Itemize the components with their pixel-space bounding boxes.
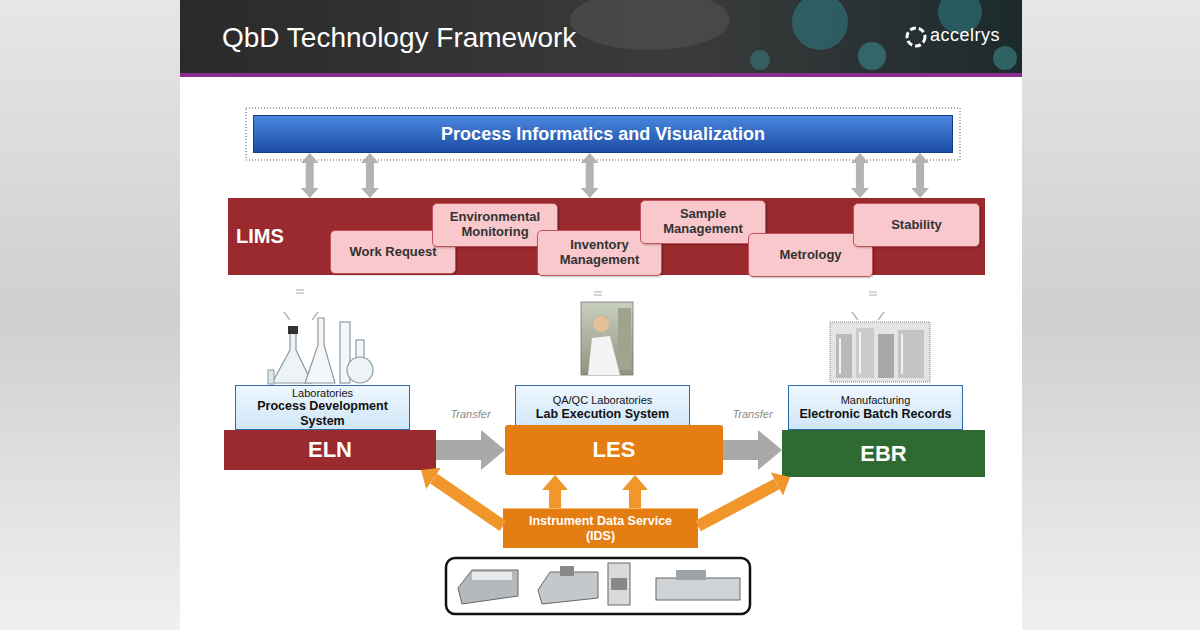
slide-title: QbD Technology Framework — [222, 22, 576, 54]
edge-label: Transfer — [450, 408, 490, 420]
flask-illustration — [288, 326, 298, 334]
data-arrow — [698, 484, 777, 526]
slide-background — [180, 0, 1022, 630]
tube-illustration — [268, 370, 274, 384]
system-band: LIMS Work RequestEnvironmental Monitoring… — [228, 198, 985, 275]
box-text: Metrology — [779, 248, 841, 263]
header-decoration — [792, 0, 848, 50]
lab-photo — [588, 336, 620, 375]
dotted-frame — [246, 108, 960, 160]
system-box: EBR — [782, 430, 985, 477]
module-box: Stability — [853, 203, 980, 247]
box-text: Manufacturing — [841, 394, 911, 407]
instrument-frame — [446, 558, 750, 614]
machine-photo — [840, 332, 902, 374]
instrument-illustration — [560, 566, 574, 576]
logo-text: accelrys — [930, 25, 1000, 46]
lab-box: ManufacturingElectronic Batch Records — [788, 385, 963, 430]
double-arrow — [306, 163, 314, 188]
box-text: Sample Management — [645, 207, 761, 237]
double-arrow — [916, 163, 924, 188]
machine-photo — [830, 322, 930, 382]
box-text: Inventory Management — [542, 238, 657, 268]
box-text: Instrument Data Service (IDS) — [521, 514, 681, 543]
box-text: Lab Execution System — [536, 407, 669, 421]
lab-box: LaboratoriesProcess Development System — [235, 385, 410, 430]
double-arrow — [586, 163, 594, 188]
box-text: Work Request — [349, 245, 436, 260]
box-text: LIMS — [236, 225, 284, 248]
lab-box: QA/QC LaboratoriesLab Execution System — [515, 385, 690, 430]
data-arrow — [434, 478, 503, 526]
transfer-arrow — [723, 440, 758, 460]
double-arrow — [856, 163, 864, 188]
edge-label: Transfer — [732, 408, 772, 420]
flask-illustration — [272, 330, 312, 383]
flask-illustration — [356, 340, 364, 358]
machine-photo — [856, 328, 874, 378]
box-text: Electronic Batch Records — [799, 407, 951, 421]
instrument-illustration — [458, 570, 518, 604]
box-text: Stability — [891, 218, 942, 233]
box-text: QA/QC Laboratories — [553, 394, 653, 407]
lab-photo — [618, 308, 631, 370]
flask-illustration — [347, 357, 373, 383]
machine-photo — [878, 334, 894, 378]
system-box: ELN — [224, 430, 436, 470]
box-text: Laboratories — [292, 387, 353, 400]
header-decoration — [993, 46, 1017, 70]
box-text: Environmental Monitoring — [437, 210, 553, 240]
lab-photo — [581, 302, 633, 375]
box-text: ELN — [308, 437, 352, 462]
instrument-illustration — [538, 572, 598, 604]
instrument-illustration — [611, 578, 627, 590]
logo-symbol — [907, 28, 925, 46]
instrument-illustration — [656, 578, 740, 600]
instrument-illustration — [608, 563, 630, 605]
machine-photo — [836, 334, 852, 378]
box-text: Process Development System — [242, 399, 403, 428]
service-box: Instrument Data Service (IDS) — [503, 508, 698, 548]
system-box: LES — [505, 425, 723, 475]
data-arrow — [629, 490, 641, 508]
header-decoration — [938, 0, 982, 34]
header-decoration — [570, 0, 730, 50]
instrument-illustration — [472, 572, 512, 580]
box-text: EBR — [860, 441, 906, 466]
data-arrow — [549, 490, 561, 508]
leader-mark — [296, 290, 877, 295]
box-text: Process Informatics and Visualization — [441, 124, 765, 145]
transfer-arrow — [436, 440, 481, 460]
flask-illustration — [305, 318, 335, 383]
header-rule — [180, 73, 1022, 77]
lab-photo — [593, 315, 610, 322]
band-box: Process Informatics and Visualization — [253, 115, 953, 153]
box-text: LES — [593, 437, 636, 462]
header-decoration — [750, 50, 770, 70]
double-arrow — [366, 163, 374, 188]
instrument-illustration — [676, 570, 706, 580]
header-decoration — [858, 42, 886, 70]
